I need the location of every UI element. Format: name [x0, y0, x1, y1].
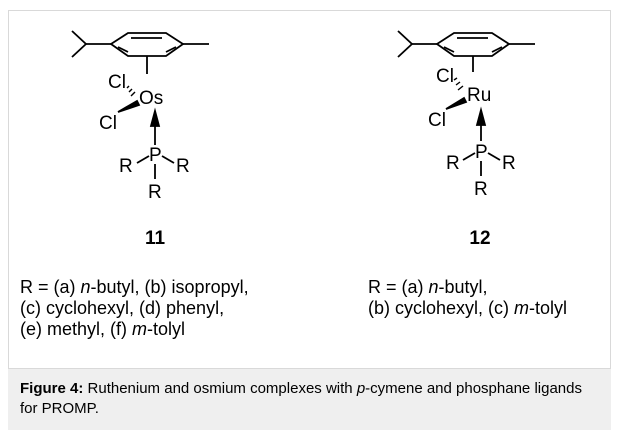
r-label-bottom-12: R [474, 179, 488, 200]
cl-label-top-11: Cl [108, 72, 126, 93]
r-label-right-11: R [176, 156, 190, 177]
r-line-text: -tolyl [529, 298, 568, 318]
metal-label-os: Os [139, 88, 163, 109]
caption-text: Ruthenium and osmium complexes with [87, 380, 357, 397]
p-r-bond-left-12 [462, 152, 476, 161]
wedge-cl-bond-12 [445, 96, 468, 110]
hashed-cl-bond-11 [126, 85, 136, 97]
r-line-text: R = (a) [368, 277, 429, 297]
figure-label: Figure 4: [20, 380, 84, 397]
r-label-left-11: R [119, 156, 133, 177]
dative-arrowhead-11 [149, 107, 161, 127]
r-label-left-12: R [446, 153, 460, 174]
p-r-bond-right-11 [161, 155, 175, 164]
isopropyl-bond-1 [397, 30, 413, 45]
r-group-line: R = (a) n-butyl, [368, 277, 567, 298]
r-line-text: -tolyl [147, 319, 186, 339]
isopropyl-bond-2 [71, 43, 87, 58]
isopropyl-bond-2 [397, 43, 413, 58]
compound-number-12: 12 [469, 228, 491, 249]
arene-double-bond-2 [443, 46, 455, 53]
caption-italic: p [356, 380, 366, 397]
r-label-right-12: R [502, 153, 516, 174]
isopropyl-bond-1 [71, 30, 87, 45]
r-line-text: (e) methyl, (f) [20, 319, 133, 339]
r-line-text: (b) cyclohexyl, (c) [368, 298, 515, 318]
cl-label-top-12: Cl [436, 66, 454, 87]
figure-caption: Figure 4: Ruthenium and osmium complexes… [8, 368, 611, 430]
r-group-line: (b) cyclohexyl, (c) m-tolyl [368, 298, 567, 319]
r-group-line: (e) methyl, (f) m-tolyl [20, 319, 249, 340]
arene-ring-12 [435, 32, 511, 57]
dative-arrowhead-12 [475, 106, 487, 126]
r-group-list-12: R = (a) n-butyl, (b) cyclohexyl, (c) m-t… [368, 277, 567, 319]
figure-frame [8, 10, 611, 430]
r-group-list-11: R = (a) n-butyl, (b) isopropyl, (c) cycl… [20, 277, 249, 340]
wedge-cl-bond-11 [117, 99, 141, 113]
hashed-cl-bond-12 [453, 77, 464, 91]
p-label-11: P [149, 145, 162, 166]
arene-double-bond-2 [117, 46, 129, 53]
complex-12-structure [397, 30, 535, 176]
cl-label-bottom-12: Cl [428, 110, 446, 131]
complex-11-structure [71, 30, 209, 179]
r-line-italic: m [132, 319, 148, 339]
p-r-bond-right-12 [487, 152, 501, 161]
arene-double-bond-3 [491, 46, 503, 53]
cl-label-bottom-11: Cl [99, 113, 117, 134]
r-line-text: R = (a) [20, 277, 81, 297]
metal-label-ru: Ru [467, 85, 491, 106]
r-line-italic: n [80, 277, 91, 297]
caption-text-end: -cymene and phosphane ligands for PROMP. [20, 380, 582, 417]
r-label-bottom-11: R [148, 182, 162, 203]
r-line-italic: m [514, 298, 530, 318]
r-group-line: (c) cyclohexyl, (d) phenyl, [20, 298, 249, 319]
r-line-text: -butyl, (b) isopropyl, [90, 277, 249, 297]
arene-ring-11 [109, 32, 185, 57]
r-line-text: -butyl, [438, 277, 488, 297]
p-r-bond-left-11 [136, 155, 150, 164]
r-line-italic: n [428, 277, 439, 297]
p-label-12: P [475, 142, 488, 163]
arene-double-bond-3 [165, 46, 177, 53]
compound-number-11: 11 [144, 228, 166, 249]
r-line-text: (c) cyclohexyl, (d) phenyl, [20, 298, 225, 318]
r-group-line: R = (a) n-butyl, (b) isopropyl, [20, 277, 249, 298]
